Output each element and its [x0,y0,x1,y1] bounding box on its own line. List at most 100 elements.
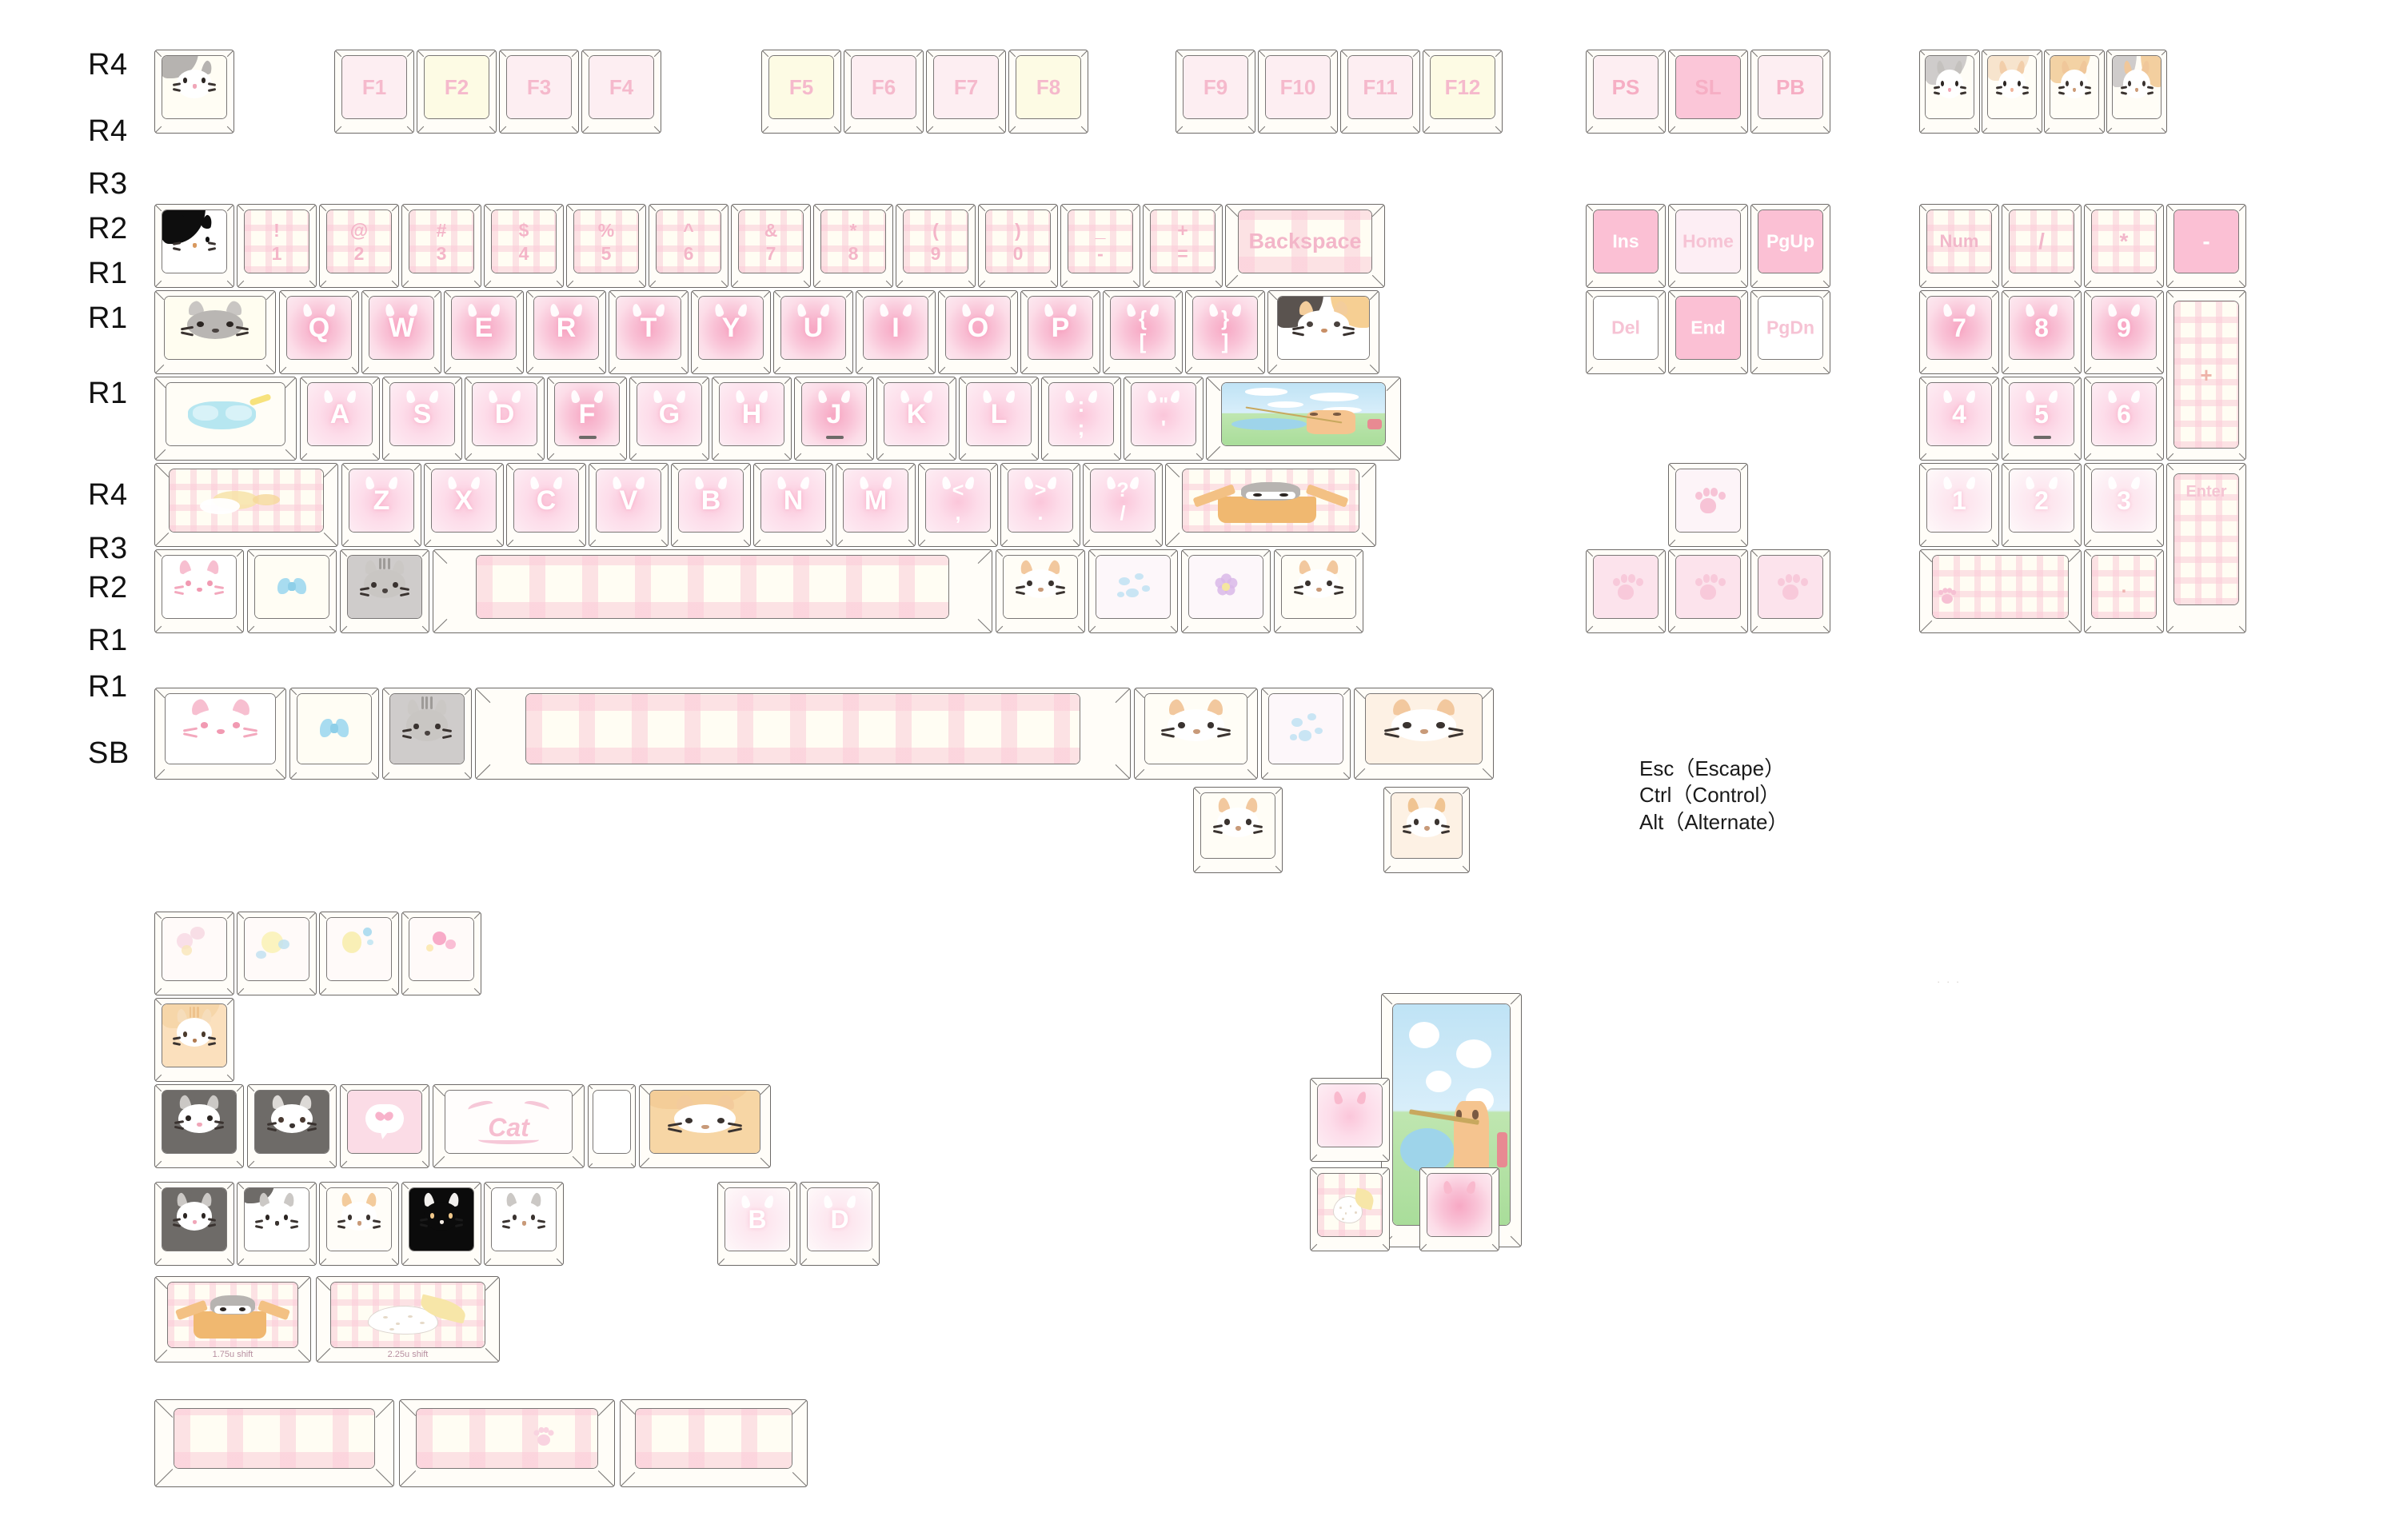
key-u[interactable]: U [773,290,853,374]
key-numpad-8[interactable]: 8 [2002,290,2082,374]
key-shift-punct-2[interactable]: ?/ [1083,463,1163,547]
key-bottom2-ctrl-6[interactable] [1354,688,1494,780]
spacebar-1[interactable] [399,1399,615,1487]
key-h[interactable]: H [712,377,792,461]
key-numpad-2[interactable]: 2 [2002,463,2082,547]
key-extra-b[interactable]: B [717,1182,797,1266]
key-extra-r3-tan-cat[interactable] [154,998,234,1082]
key-right-shift[interactable] [1165,463,1376,547]
key-num--[interactable]: _- [1060,204,1140,288]
key-pgup[interactable]: PgUp [1750,204,1830,288]
key-arrow-right[interactable] [1750,549,1830,633]
key-q[interactable]: Q [279,290,359,374]
key-num-4[interactable]: $4 [484,204,564,288]
key-extra-r2-3[interactable]: Cat [433,1084,585,1168]
key-extra-r1-2[interactable] [319,1182,399,1266]
key-extra-wide-1[interactable]: 2.25u shift [316,1276,500,1362]
key-bracket-1[interactable]: }] [1185,290,1265,374]
key-extra-ctrl[interactable] [1383,787,1470,873]
key-extra-r4-2[interactable] [319,912,399,995]
key-ins[interactable]: Ins [1586,204,1666,288]
key-numpad-9[interactable]: 9 [2084,290,2164,374]
key-pgdn[interactable]: PgDn [1750,290,1830,374]
key-extra-r1-4[interactable] [484,1182,564,1266]
key-w[interactable]: W [361,290,441,374]
key-e[interactable]: E [444,290,524,374]
key-z[interactable]: Z [341,463,421,547]
key-bottom2-fn-5[interactable] [1261,688,1351,780]
key-num-1[interactable]: !1 [237,204,317,288]
key-bottom2-ctrl-0[interactable] [154,688,286,780]
key-num-3[interactable]: #3 [401,204,481,288]
key-extra-r2-5[interactable] [639,1084,771,1168]
key-ps[interactable]: PS [1586,50,1666,134]
key-p[interactable]: P [1020,290,1100,374]
key-novelty-melting-cat[interactable] [1310,1167,1390,1251]
key-extra-r1-0[interactable] [154,1182,234,1266]
key-numpad-4[interactable]: 4 [1919,377,1999,461]
key-mod-menu-6[interactable] [1181,549,1271,633]
key-sl[interactable]: SL [1668,50,1748,134]
key-numpad-plus-tall[interactable]: + [2166,290,2246,461]
key-enter[interactable] [1206,377,1401,461]
key-r[interactable]: R [526,290,606,374]
key-num-2[interactable]: @2 [319,204,399,288]
key-num-=[interactable]: += [1143,204,1223,288]
key-k[interactable]: K [876,377,956,461]
key-capslock[interactable] [154,377,297,461]
key-tab[interactable] [154,290,276,374]
key-novelty-pink-cat-2[interactable] [1419,1167,1499,1251]
key-num-8[interactable]: *8 [813,204,893,288]
key-numpad-3[interactable]: 3 [2084,463,2164,547]
key-numpad-7[interactable]: 7 [1919,290,1999,374]
spacebar-0[interactable] [154,1399,394,1487]
key-numpad-enter[interactable] [2166,463,2246,633]
key-c[interactable]: C [506,463,586,547]
key-numpad-6[interactable]: 6 [2084,377,2164,461]
key-mod-ctrl-0[interactable] [154,549,244,633]
key-f9[interactable]: F9 [1176,50,1255,134]
key-arrow-left[interactable] [1586,549,1666,633]
key-esc[interactable] [154,50,234,134]
key-arrow-up[interactable] [1668,463,1748,547]
key-del[interactable]: Del [1586,290,1666,374]
key-punct-0[interactable]: :; [1041,377,1121,461]
key-f2[interactable]: F2 [417,50,497,134]
key-n[interactable]: N [753,463,833,547]
key-f[interactable]: F [547,377,627,461]
key-f4[interactable]: F4 [581,50,661,134]
key-f3[interactable]: F3 [499,50,579,134]
key-bottom2-alt-2[interactable] [382,688,472,780]
key-home[interactable]: Home [1668,204,1748,288]
key-bottom2-space-3[interactable] [475,688,1131,780]
key-numpad-1[interactable]: 1 [1919,463,1999,547]
key-num-9[interactable]: (9 [896,204,976,288]
key-extra-r4-3[interactable] [401,912,481,995]
key-shift-punct-0[interactable]: <, [918,463,998,547]
key-f11[interactable]: F11 [1340,50,1420,134]
key-mod-space-3[interactable] [433,549,992,633]
key-numpad-dot[interactable]: . [2084,549,2164,633]
key-g[interactable]: G [629,377,709,461]
key-extra-d[interactable]: D [800,1182,880,1266]
key-extra-r4-0[interactable] [154,912,234,995]
key-extra-alt[interactable] [1193,787,1283,873]
key-extra-r2-1[interactable] [247,1084,337,1168]
key-o[interactable]: O [938,290,1018,374]
key-numpad-star[interactable]: * [2084,204,2164,288]
key-punct-1[interactable]: "' [1124,377,1203,461]
key-f6[interactable]: F6 [844,50,924,134]
key-backslash[interactable] [1267,290,1379,374]
key-v[interactable]: V [589,463,669,547]
key-numpad-slash[interactable]: / [2002,204,2082,288]
key-f12[interactable]: F12 [1423,50,1503,134]
key-end[interactable]: End [1668,290,1748,374]
key-pb[interactable]: PB [1750,50,1830,134]
key-novelty-cat-2[interactable] [2044,50,2105,134]
key-mod-alt-4[interactable] [996,549,1085,633]
key-num-5[interactable]: %5 [566,204,646,288]
key-f5[interactable]: F5 [761,50,841,134]
key-y[interactable]: Y [691,290,771,374]
key-i[interactable]: I [856,290,936,374]
spacebar-2[interactable] [620,1399,808,1487]
